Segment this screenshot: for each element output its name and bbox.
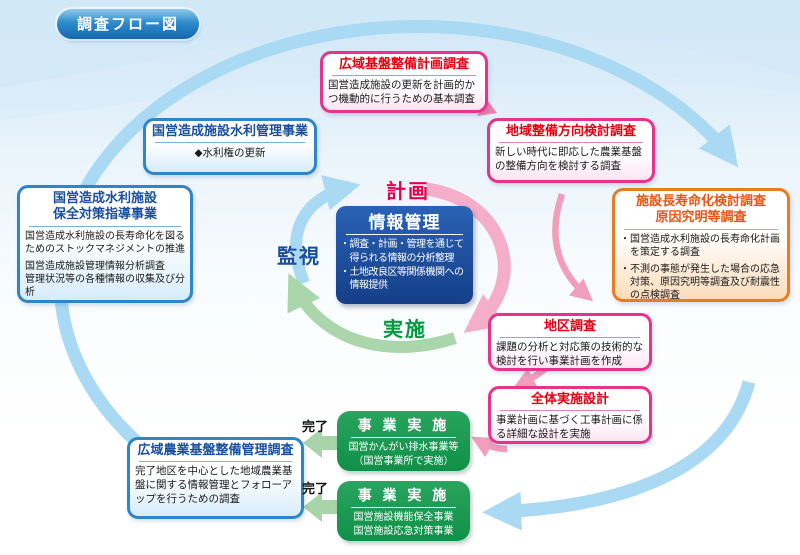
box-kouiki-kiban: 広域基盤整備計画調査 国営造成施設の更新を計画的かつ機動的に行うための基本調査: [320, 51, 488, 113]
box-kouiki-kiban-title: 広域基盤整備計画調査: [338, 57, 469, 72]
box-kouiki-nougyou: 広域農業基盤整備管理調査 完了地区を中心とした地域農業基盤に関する情報管理とフォ…: [127, 437, 304, 519]
divider: [139, 461, 292, 463]
cycle-plan-arrow: [290, 175, 361, 286]
divider: [346, 234, 463, 235]
box-chouju-genin-item: ・国営造成水利施設の長寿命化計画 を策定する調査: [620, 233, 780, 258]
box-zentai-sekkei-body: 事業計画に基づく工事計画に係る詳細な設計を実施: [496, 414, 643, 441]
box-chiku-chousa-body: 課題の分析と対応策の技術的な検討を行い事業計画を作成: [496, 341, 643, 368]
box-jouhou-kanri-title: 情報管理: [368, 213, 441, 233]
box-chouju-genin-item: ・不測の事態が発生した場合の応急 対策、原因究明等調査及び耐震性 の点検調査: [620, 263, 780, 302]
box-hozen-shidou-paragraph: 国営造成水利施設の長寿命化を図るためのストックマネジメントの推進: [25, 230, 185, 255]
box-chouju-genin-title: 施設長寿命化検討調査 原因究明等調査: [635, 194, 766, 226]
cycle-implement-arrow: [424, 182, 511, 334]
divider: [351, 507, 456, 508]
box-jouhou-kanri-item: ・調査・計画・管理を通じて 得られる情報の分析整理: [340, 239, 464, 264]
divider: [500, 337, 640, 339]
arrow-zentai-to-jigyou: [471, 436, 508, 458]
box-kouiki-nougyou-body: 完了地区を中心とした地域農業基盤に関する情報管理とフォローアップを行うための調査: [135, 465, 293, 505]
divider: [29, 225, 181, 227]
box-chiiki-seibi-body: 新しい時代に即応した農業基盤の整備方向を検討する調査: [495, 146, 642, 173]
divider: [351, 437, 456, 438]
kanryou-label-1: 完了: [302, 420, 329, 435]
box-chiiki-seibi: 地域整備方向検討調査 新しい時代に即応した農業基盤の整備方向を検討する調査: [487, 118, 655, 183]
box-zentai-sekkei: 全体実施設計 事業計画に基づく工事計画に係る詳細な設計を実施: [488, 386, 652, 444]
box-jigyou-jisshi-2: 事 業 実 施 国営施設機能保全事業 国営施設応急対策事業: [337, 481, 470, 541]
cycle-label-monitor: 監視: [277, 244, 321, 268]
box-kouiki-kiban-body: 国営造成施設の更新を計画的かつ機動的に行うための基本調査: [328, 79, 475, 106]
page-title: 調査フロー図: [57, 9, 200, 39]
kanryou-label-2: 完了: [302, 482, 329, 497]
box-chiku-chousa: 地区調査 課題の分析と対応策の技術的な検討を行い事業計画を作成: [488, 313, 652, 371]
outer-cycle-arc-bottom-right: [482, 380, 756, 531]
arrow-chiku-to-zentai: [513, 366, 547, 388]
cycle-label-implement: 実施: [383, 317, 427, 341]
box-jigyou-jisshi-2-title: 事 業 実 施: [357, 488, 450, 504]
cycle-monitor-arrow: [287, 273, 457, 353]
divider: [499, 142, 643, 144]
divider: [155, 142, 305, 144]
box-chouju-genin: 施設長寿命化検討調査 原因究明等調査 ・国営造成水利施設の長寿命化計画 を策定す…: [612, 188, 790, 302]
box-hozen-shidou-title: 国営造成水利施設 保全対策指導事業: [52, 191, 157, 223]
box-hozen-shidou: 国営造成水利施設 保全対策指導事業 国営造成水利施設の長寿命化を図るためのストッ…: [17, 185, 193, 303]
arrow-chiiki-to-kouiki-kiban: [477, 101, 497, 116]
box-zentai-sekkei-title: 全体実施設計: [530, 392, 609, 407]
box-jigyou-jisshi-2-body: 国営施設機能保全事業 国営施設応急対策事業: [353, 512, 454, 537]
box-suiri-kanri-title: 国営造成施設水利管理事業: [151, 124, 308, 139]
box-kouiki-nougyou-title: 広域農業基盤整備管理調査: [137, 443, 294, 458]
box-chiiki-seibi-title: 地域整備方向検討調査: [505, 124, 636, 139]
divider: [332, 75, 476, 77]
divider: [500, 410, 640, 412]
box-hozen-shidou-paragraph: 国営造成施設管理情報分析調査 管理状況等の各種情報の収集及び分析: [25, 260, 185, 299]
divider: [624, 228, 778, 230]
box-suiri-kanri-body: ◆水利権の更新: [194, 147, 266, 160]
box-jigyou-jisshi-1-title: 事 業 実 施: [357, 418, 450, 434]
outer-cycle-arc-top: [54, 19, 739, 461]
kanryou-arrow-2: [303, 492, 341, 522]
box-suiri-kanri: 国営造成施設水利管理事業 ◆水利権の更新: [143, 118, 317, 175]
box-jouhou-kanri: 情報管理 ・調査・計画・管理を通じて 得られる情報の分析整理 ・土地改良区等関係…: [336, 206, 473, 304]
kanryou-arrow-1: [303, 428, 341, 458]
background-wave: [0, 0, 800, 88]
box-chiku-chousa-title: 地区調査: [543, 319, 596, 334]
box-jouhou-kanri-item: ・土地改良区等関係機関への 情報提供: [340, 266, 464, 292]
box-jigyou-jisshi-1: 事 業 実 施 国営かんがい排水事業等 （国営事業所で実施）: [337, 411, 470, 471]
arrow-chiiki-to-chiku: [552, 192, 594, 302]
box-jigyou-jisshi-1-body: 国営かんがい排水事業等 （国営事業所で実施）: [348, 442, 459, 467]
cycle-label-plan: 計画: [386, 179, 430, 203]
